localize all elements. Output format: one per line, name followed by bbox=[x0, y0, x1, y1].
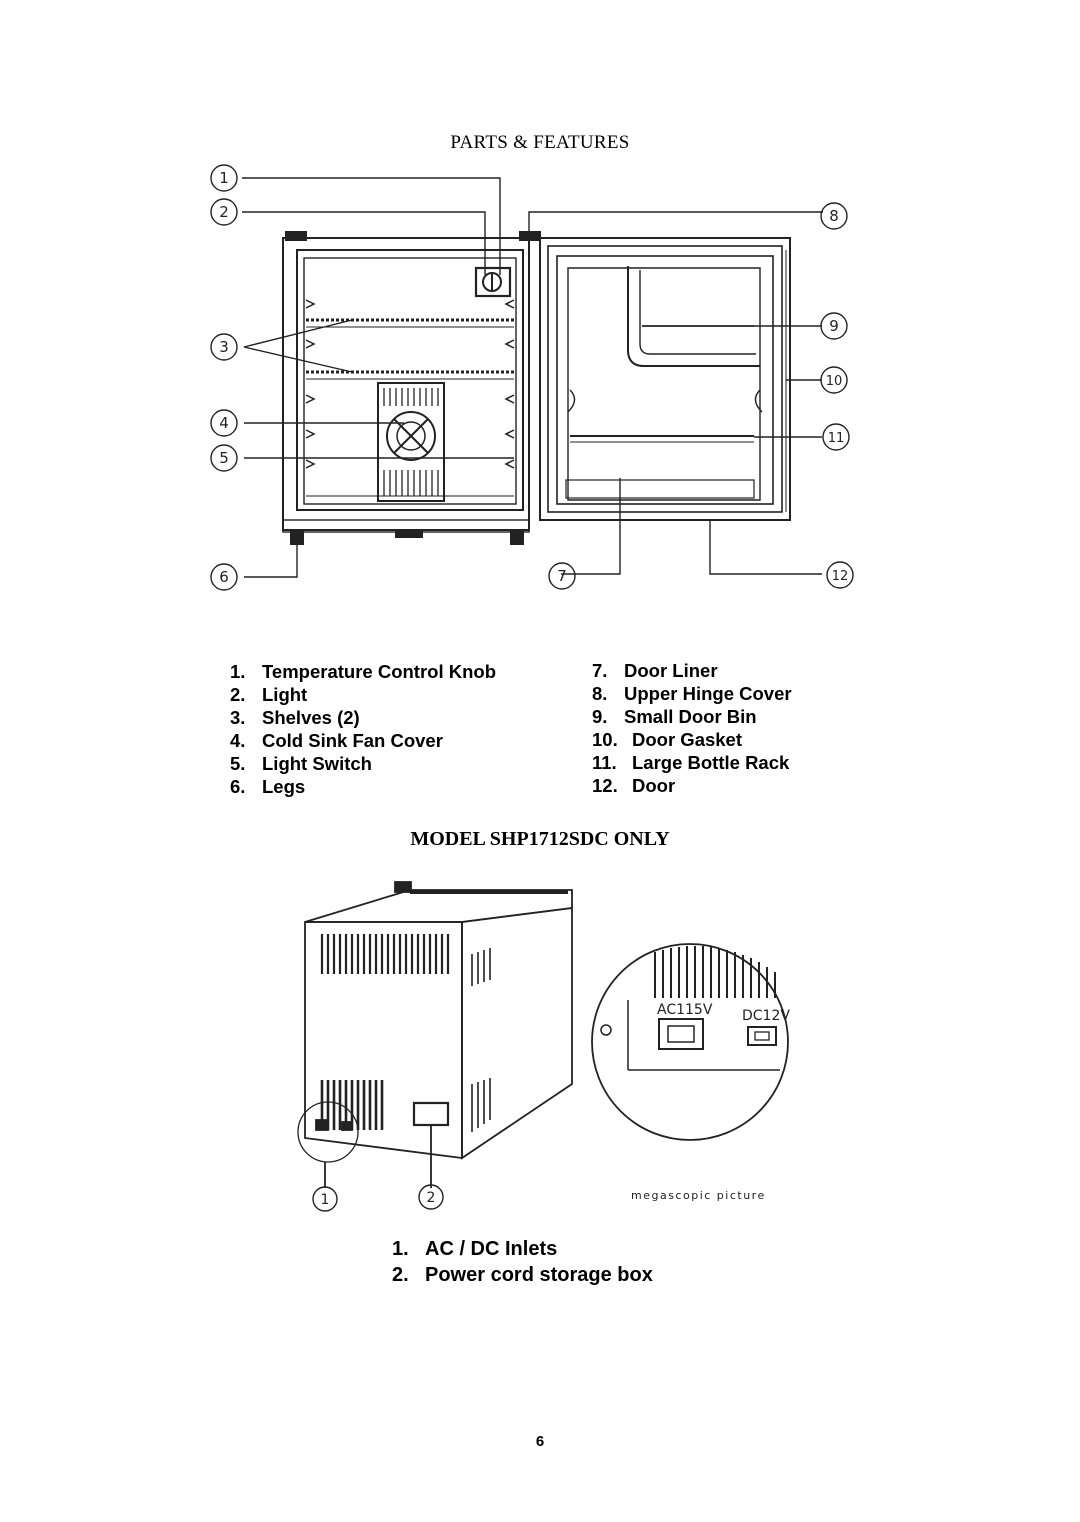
temperature-knob-box bbox=[474, 266, 512, 298]
list-item: 10.Door Gasket bbox=[592, 729, 743, 750]
list-item: 8.Upper Hinge Cover bbox=[592, 683, 792, 704]
callout-11: 11 bbox=[828, 431, 845, 446]
callout-6: 6 bbox=[219, 568, 229, 586]
callout-10: 10 bbox=[826, 374, 843, 389]
rear-parts-list: 1.AC / DC Inlets 2.Power cord storage bo… bbox=[392, 1236, 653, 1288]
dc-inlet bbox=[747, 1026, 777, 1046]
callout-7: 7 bbox=[557, 567, 567, 585]
callout-12: 12 bbox=[832, 569, 849, 584]
list-item: 6.Legs bbox=[230, 776, 306, 797]
leg-left bbox=[290, 531, 304, 545]
list-item: 11.Large Bottle Rack bbox=[592, 752, 790, 773]
callout-8: 8 bbox=[829, 207, 839, 225]
power-cord-storage-box bbox=[412, 1101, 450, 1127]
ac-label: AC115V bbox=[657, 1002, 713, 1018]
list-item: 12.Door bbox=[592, 775, 676, 796]
door-outline bbox=[539, 237, 791, 521]
list-item: 4.Cold Sink Fan Cover bbox=[230, 730, 443, 751]
list-item: 1.Temperature Control Knob bbox=[230, 661, 496, 682]
parts-list-left: 1.Temperature Control Knob 2.Light 3.She… bbox=[230, 660, 496, 798]
callout-4: 4 bbox=[219, 414, 229, 432]
list-item: 7.Door Liner bbox=[592, 660, 718, 681]
rear-view-diagram: AC115V DC12V megascopic picture 1 2 bbox=[297, 881, 790, 1212]
megascopic-caption: megascopic picture bbox=[631, 1189, 766, 1202]
inlet-highlight-circle bbox=[297, 1101, 359, 1163]
leg-right bbox=[510, 531, 524, 545]
list-item: 3.Shelves (2) bbox=[230, 707, 360, 728]
list-item: 1.AC / DC Inlets bbox=[392, 1238, 558, 1260]
callout-3: 3 bbox=[219, 338, 229, 356]
fan-cover bbox=[377, 382, 445, 502]
rear-callout-2: 2 bbox=[427, 1190, 436, 1206]
list-item: 5.Light Switch bbox=[230, 753, 372, 774]
megascopic-circle bbox=[591, 943, 789, 1141]
callout-9: 9 bbox=[829, 317, 839, 335]
model-title: MODEL SHP1712SDC ONLY bbox=[410, 828, 670, 850]
page-number: 6 bbox=[535, 1433, 545, 1450]
list-item: 9.Small Door Bin bbox=[592, 706, 757, 727]
callout-5: 5 bbox=[219, 449, 229, 467]
list-item: 2.Power cord storage box bbox=[392, 1264, 653, 1286]
dc-label: DC12V bbox=[742, 1008, 790, 1024]
ac-inlet bbox=[658, 1018, 704, 1050]
section-title: PARTS & FEATURES bbox=[450, 132, 630, 153]
callout-2: 2 bbox=[219, 203, 229, 221]
rear-callout-1: 1 bbox=[321, 1192, 330, 1208]
callout-1: 1 bbox=[219, 169, 229, 187]
list-item: 2.Light bbox=[230, 684, 308, 705]
parts-list-right: 7.Door Liner 8.Upper Hinge Cover 9.Small… bbox=[592, 659, 792, 797]
parts-diagram: 1 2 3 4 5 6 7 8 9 10 11 12 bbox=[210, 164, 854, 591]
